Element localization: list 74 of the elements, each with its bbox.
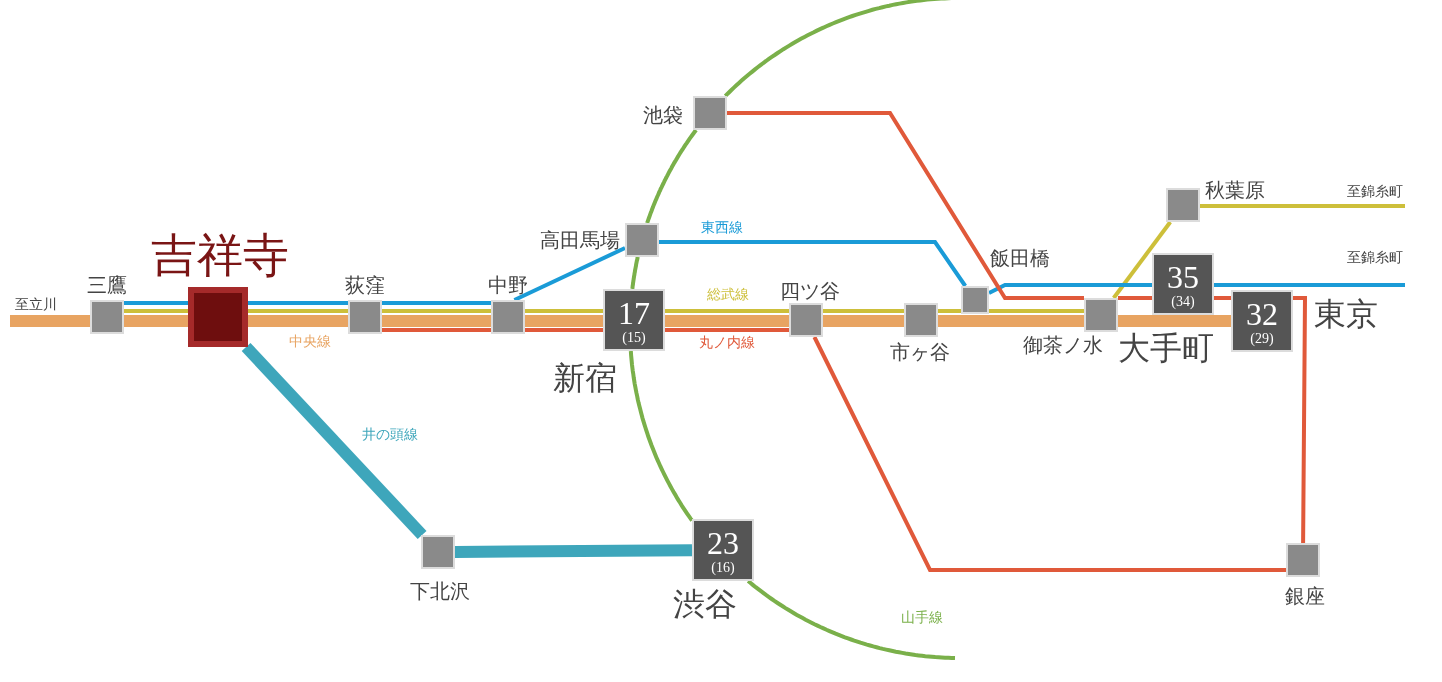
route-line [1293, 296, 1307, 543]
travel-time-note: (29) [1249, 332, 1275, 346]
route-line [248, 301, 348, 305]
route-line [10, 315, 90, 327]
route-line [382, 309, 491, 313]
terminus-label: 至立川 [15, 298, 57, 312]
travel-time: 17 [617, 297, 651, 329]
station-name: 銀座 [1285, 586, 1325, 606]
route-line [1214, 296, 1231, 300]
station-name: 吉祥寺 [151, 233, 289, 279]
route-line [124, 301, 188, 305]
station-name: 三鷹 [87, 275, 127, 295]
route-line [1214, 283, 1405, 287]
route-line [1112, 220, 1172, 300]
route-line [382, 315, 491, 327]
terminus-label: 至錦糸町 [1347, 251, 1403, 265]
station-name: 秋葉原 [1205, 180, 1265, 200]
route-line [823, 315, 904, 327]
route-line [659, 240, 967, 288]
edge-label: 山手線 [899, 610, 945, 626]
station-name: 市ヶ谷 [890, 342, 950, 362]
station-name: 四ツ谷 [780, 281, 840, 301]
route-line [665, 328, 789, 332]
route-line [124, 309, 188, 313]
station-name: 飯田橋 [990, 248, 1050, 268]
route-line [241, 342, 427, 540]
route-line [525, 315, 603, 327]
travel-time: 35 [1166, 261, 1200, 293]
route-line [938, 315, 1084, 327]
route-line [1118, 315, 1231, 327]
route-line [938, 309, 961, 313]
route-line [513, 246, 626, 302]
terminus-label: 至錦糸町 [1347, 185, 1403, 199]
route-line [630, 255, 640, 291]
route-line [823, 309, 904, 313]
station-name: 荻窪 [345, 275, 385, 295]
station-name: 下北沢 [410, 581, 470, 601]
route-line [124, 315, 188, 327]
station-name: 御茶ノ水 [1023, 335, 1103, 355]
station-name: 東京 [1314, 298, 1378, 330]
edge-label: 井の頭線 [360, 427, 420, 443]
route-line [248, 309, 348, 313]
travel-time: 32 [1245, 298, 1279, 330]
station-name: 中野 [488, 275, 528, 295]
edge-label: 中央線 [287, 334, 333, 350]
route-line [628, 349, 694, 522]
travel-time-note: (34) [1170, 295, 1196, 309]
route-line [1200, 204, 1405, 208]
route-line [525, 309, 603, 313]
route-line [727, 111, 1084, 300]
route-line [525, 328, 603, 332]
route-line [665, 309, 789, 313]
route-line [989, 309, 1084, 313]
route-line [382, 328, 491, 332]
route-line [248, 315, 348, 327]
station-name: 高田馬場 [540, 230, 620, 250]
route-line [454, 544, 693, 558]
edge-label: 丸ノ内線 [697, 335, 757, 351]
route-line [665, 315, 789, 327]
route-line [746, 579, 956, 660]
route-line [645, 128, 698, 225]
edge-label: 東西線 [699, 220, 745, 236]
station-name: 大手町 [1118, 332, 1214, 364]
travel-time: 23 [706, 527, 740, 559]
station-name: 渋谷 [673, 588, 737, 620]
route-line [812, 336, 1286, 572]
station-name: 池袋 [643, 105, 683, 125]
route-line [988, 283, 1152, 295]
edge-label: 総武線 [705, 287, 751, 303]
travel-time-note: (15) [621, 331, 647, 345]
route-line [1118, 296, 1152, 300]
station-name: 新宿 [553, 362, 617, 394]
travel-time-note: (16) [710, 561, 736, 575]
route-line [382, 301, 491, 305]
